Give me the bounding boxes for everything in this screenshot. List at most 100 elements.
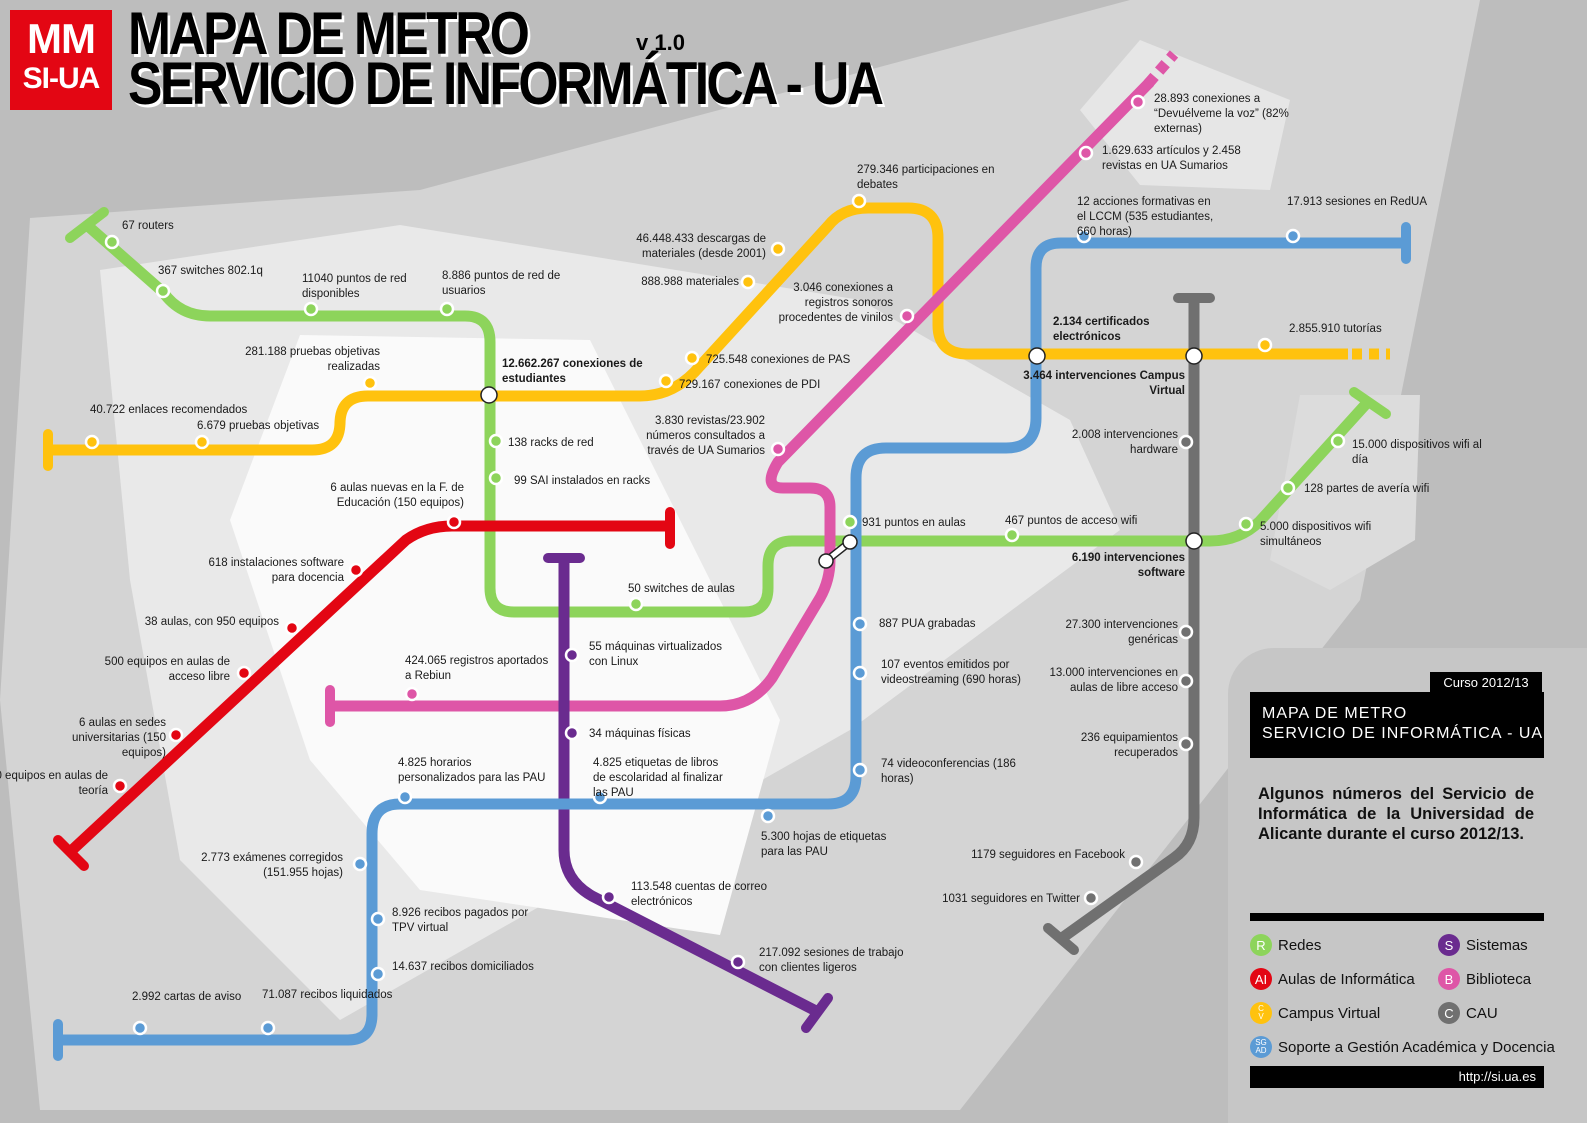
line-terminal — [1349, 387, 1391, 419]
station-marker — [1280, 480, 1296, 496]
interchange-marker — [818, 553, 834, 569]
station-marker — [770, 441, 786, 457]
station-marker — [104, 234, 120, 250]
station-marker — [1078, 145, 1094, 161]
station-marker — [488, 470, 504, 486]
station-marker — [899, 308, 915, 324]
station-marker — [601, 889, 617, 905]
legend-label: Redes — [1278, 936, 1322, 954]
panel-title-line1: MAPA DE METRO — [1262, 705, 1408, 722]
station-marker — [284, 620, 300, 636]
station-marker — [1178, 624, 1194, 640]
station-label: 467 puntos de acceso wifi — [1005, 515, 1137, 527]
station-label: 34 máquinas físicas — [589, 728, 691, 740]
station-marker — [1128, 854, 1144, 870]
station-marker — [1004, 527, 1020, 543]
station-marker — [1178, 434, 1194, 450]
station-marker — [303, 301, 319, 317]
metro-line — [558, 558, 821, 1017]
station-marker — [112, 778, 128, 794]
legend-label: Soporte a Gestión Académica y Docencia — [1278, 1038, 1555, 1056]
panel-title-line2: SERVICIO DE INFORMÁTICA - UA — [1262, 725, 1544, 742]
legend-label: Aulas de Informática — [1278, 970, 1415, 988]
station-marker — [488, 433, 504, 449]
station-marker — [592, 789, 608, 805]
station-label: 40.722 enlaces recomendados — [90, 404, 248, 416]
station-marker — [1028, 347, 1046, 365]
station-marker — [352, 856, 368, 872]
station-label: 6.679 pruebas objetivas — [197, 420, 319, 432]
station-label: 67 routers — [122, 220, 174, 232]
station-label: 99 SAI instalados en racks — [514, 475, 650, 487]
course-badge: Curso 2012/13 — [1430, 672, 1542, 694]
legend-badge-icon: R — [1250, 934, 1272, 956]
legend-badge-icon: SG AD — [1250, 1036, 1272, 1058]
legend-label: Biblioteca — [1466, 970, 1532, 988]
station-label: 17.913 sesiones en RedUA — [1287, 196, 1427, 208]
station-marker — [684, 350, 700, 366]
station-marker — [1185, 532, 1203, 550]
station-marker — [194, 434, 210, 450]
station-label: 367 switches 802.1q — [158, 265, 263, 277]
station-label: 28.893 conexiones a“Devuélveme la voz” (… — [1154, 93, 1289, 135]
station-marker — [852, 665, 868, 681]
station-marker — [851, 193, 867, 209]
legend-badge-icon: C V — [1250, 1002, 1272, 1024]
station-marker — [397, 789, 413, 805]
station-marker — [1178, 736, 1194, 752]
station-label: 1031 seguidores en Twitter — [942, 893, 1080, 905]
station-label: 2.773 exámenes corregidos(151.955 hojas) — [201, 852, 343, 879]
station-marker — [1083, 890, 1099, 906]
station-marker — [1185, 347, 1203, 365]
station-marker — [446, 514, 462, 530]
interchange-marker — [842, 534, 858, 550]
station-marker — [404, 686, 420, 702]
legend-item: R Redes — [1250, 932, 1321, 958]
station-label: 725.548 conexiones de PAS — [706, 354, 851, 366]
station-label: 2.992 cartas de aviso — [132, 991, 241, 1003]
station-marker — [236, 665, 252, 681]
logo-top-text: MM — [27, 15, 96, 62]
station-label: 729.167 conexiones de PDI — [679, 379, 820, 391]
station-marker — [84, 434, 100, 450]
station-marker — [260, 1020, 276, 1036]
panel-divider — [1250, 913, 1544, 921]
station-marker — [564, 647, 580, 663]
station-marker — [1238, 516, 1254, 532]
site-url[interactable]: http://si.ua.es — [1250, 1066, 1544, 1088]
legend-badge-icon: S — [1438, 934, 1460, 956]
station-marker — [1257, 337, 1273, 353]
station-label: 1179 seguidores en Facebook — [971, 849, 1125, 861]
station-marker — [1076, 228, 1092, 244]
station-marker — [852, 616, 868, 632]
line-terminal — [801, 993, 833, 1033]
station-marker — [842, 514, 858, 530]
station-marker — [362, 375, 378, 391]
line-terminal — [1043, 923, 1079, 955]
station-marker — [370, 966, 386, 982]
legend-item: S Sistemas — [1438, 932, 1528, 958]
legend-label: Sistemas — [1466, 936, 1528, 954]
